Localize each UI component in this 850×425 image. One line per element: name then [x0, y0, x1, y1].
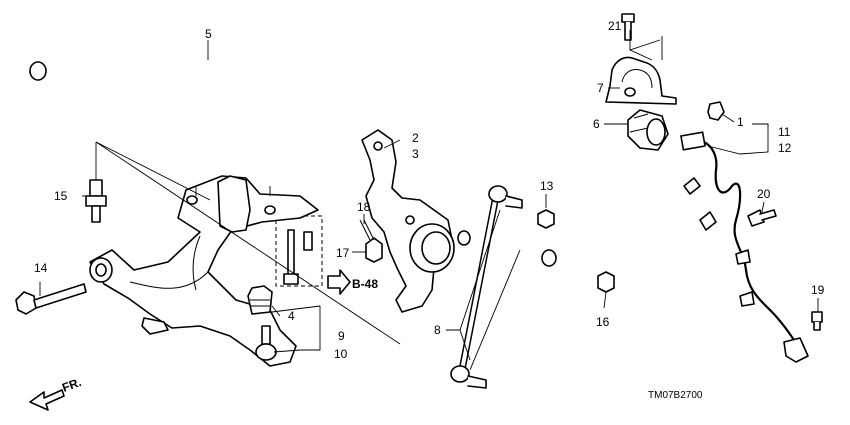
bushing-holder — [605, 56, 677, 105]
stabilizer-bushing — [627, 109, 669, 151]
nut-16 — [597, 271, 615, 293]
bolt-19 — [811, 311, 823, 331]
callout-leaders — [39, 30, 819, 371]
section-ref-label: B-48 — [352, 277, 378, 291]
callout-1: 1 — [737, 115, 744, 129]
callout-16: 16 — [596, 315, 610, 329]
callout-9: 9 — [338, 329, 345, 343]
callout-15: 15 — [54, 189, 68, 203]
bolt-21 — [621, 13, 635, 41]
nut-13 — [537, 209, 555, 229]
callout-5: 5 — [205, 27, 212, 41]
callout-19: 19 — [811, 283, 825, 297]
bolt-20 — [747, 209, 777, 227]
front-direction-arrow: FR. — [29, 375, 83, 411]
callout-7: 7 — [597, 81, 604, 95]
front-indicator-label: FR. — [60, 375, 83, 395]
callout-12: 12 — [778, 141, 792, 155]
callout-8: 8 — [434, 323, 441, 337]
figure-code: TM07B2700 — [648, 390, 703, 401]
callout-4: 4 — [288, 309, 295, 323]
callout-3: 3 — [412, 147, 419, 161]
callout-18: 18 — [357, 200, 371, 214]
callout-21: 21 — [608, 19, 622, 33]
bolt-set-box — [275, 215, 323, 287]
ball-joint-boot — [247, 285, 273, 315]
stabilizer-bar — [29, 34, 613, 267]
callout-11: 11 — [778, 125, 791, 139]
bolt-15 — [85, 179, 107, 223]
wheel-speed-sensor — [680, 101, 809, 363]
nut-17 — [365, 237, 383, 263]
bolt-14 — [15, 283, 87, 315]
callout-labels: 5 21 7 6 1 11 12 13 20 19 16 8 2 3 18 17… — [34, 19, 825, 361]
callout-10: 10 — [334, 347, 348, 361]
steering-knuckle — [361, 129, 471, 313]
stabilizer-link — [450, 185, 523, 389]
callout-14: 14 — [34, 261, 48, 275]
callout-2: 2 — [412, 131, 419, 145]
callout-6: 6 — [593, 117, 600, 131]
callout-17: 17 — [336, 246, 350, 260]
lower-control-arm — [89, 175, 319, 367]
callout-13: 13 — [540, 179, 554, 193]
cotter-pin-18 — [359, 219, 375, 241]
callout-20: 20 — [757, 187, 771, 201]
section-reference: B-48 — [327, 269, 378, 295]
